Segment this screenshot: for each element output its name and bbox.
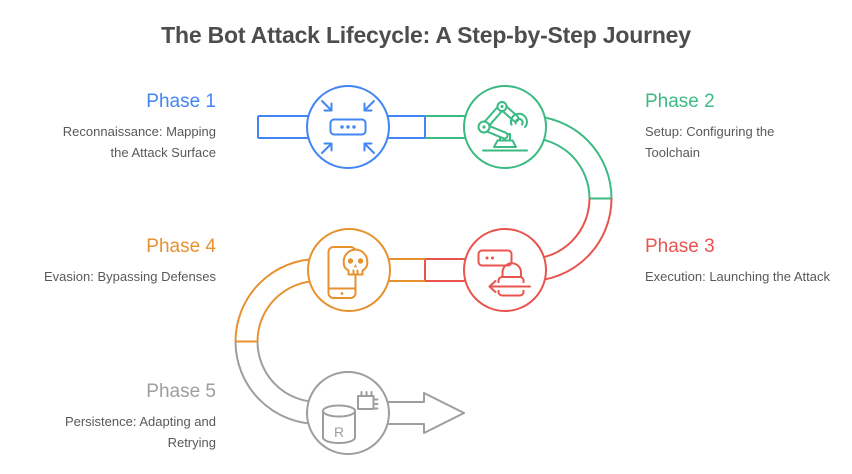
phase-3-node	[463, 228, 547, 312]
phase-3-text-block: Phase 3 Execution: Launching the Attack	[645, 236, 831, 288]
phase-2-heading: Phase 2	[645, 91, 715, 112]
phase-4-description: Evasion: Bypassing Defenses	[44, 268, 216, 284]
flow-band-phase-5-arrow	[234, 341, 465, 434]
database-chip-icon: R	[322, 391, 379, 444]
page-title: The Bot Attack Lifecycle: A Step-by-Step…	[161, 22, 691, 48]
phase-2-text-block: Phase 2 Setup: Configuring the Toolchain	[645, 91, 830, 163]
converging-arrows-icon	[321, 100, 375, 154]
phase-3-description: Execution: Launching the Attack	[645, 268, 831, 284]
phase-4-text-block: Phase 4 Evasion: Bypassing Defenses	[44, 236, 216, 288]
phase-1-heading: Phase 1	[146, 91, 216, 112]
robot-arm-icon	[477, 101, 528, 152]
phase-4-heading: Phase 4	[146, 236, 216, 257]
phase-5-heading: Phase 5	[146, 381, 216, 402]
phase-5-text-block: Phase 5 Persistence: Adapting and Retryi…	[44, 381, 216, 453]
phone-skull-icon	[327, 246, 369, 299]
phase-2-node	[463, 85, 547, 169]
phase-2-circle	[463, 85, 547, 169]
phase-1-text-block: Phase 1 Reconnaissance: Mapping the Atta…	[44, 91, 216, 163]
phase-4-node	[307, 228, 391, 312]
unlocked-padlock-arrow-icon	[477, 249, 534, 297]
phase-5-description: Persistence: Adapting and Retrying	[64, 413, 216, 450]
phase-2-description: Setup: Configuring the Toolchain	[645, 123, 775, 160]
phase-3-heading: Phase 3	[645, 236, 715, 257]
phase-5-node: R	[306, 371, 390, 455]
database-letter: R	[334, 424, 344, 440]
phase-1-description: Reconnaissance: Mapping the Attack Surfa…	[62, 123, 216, 160]
phase-1-node	[306, 85, 390, 169]
phase-3-circle	[463, 228, 547, 312]
